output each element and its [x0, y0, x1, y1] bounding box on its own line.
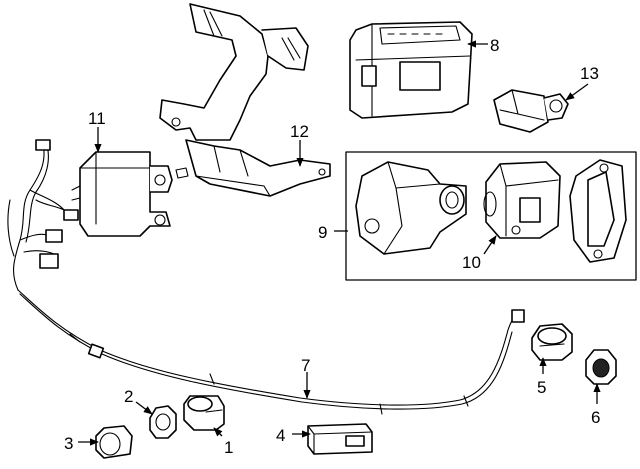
callout-labels: 1 2 3 4 5 6 7 8 9 10 11 12 13: [64, 36, 600, 457]
callout-6: 6: [591, 408, 600, 427]
callout-7: 7: [301, 356, 310, 375]
sensor-plug-part: [493, 89, 569, 133]
connector-module-part: [307, 423, 373, 455]
callout-5: 5: [537, 378, 546, 397]
control-module-part: [71, 151, 173, 237]
callout-3: 3: [64, 434, 73, 453]
retainer-ring-part: [149, 405, 177, 439]
callout-12: 12: [290, 122, 309, 141]
callout-10: 10: [462, 253, 481, 272]
leader-lines: [78, 40, 601, 446]
bumper-harness-part: [17, 289, 525, 415]
sensor-bezel-part: [585, 349, 617, 385]
callout-8: 8: [490, 36, 499, 55]
module-part: [349, 21, 473, 119]
callout-13: 13: [580, 64, 599, 83]
callout-11: 11: [88, 109, 106, 128]
camera-assembly-group: [345, 151, 637, 281]
wiring-harness-part: [7, 139, 79, 291]
park-sensor-part: [531, 323, 573, 361]
callout-1: 1: [224, 438, 233, 457]
callout-4: 4: [276, 426, 285, 445]
park-sensor-lower-part: [183, 395, 225, 431]
callout-9: 9: [318, 223, 327, 242]
callout-2: 2: [124, 387, 133, 406]
bracket-part: [159, 3, 331, 197]
sensor-bezel-lower-part: [95, 425, 133, 459]
